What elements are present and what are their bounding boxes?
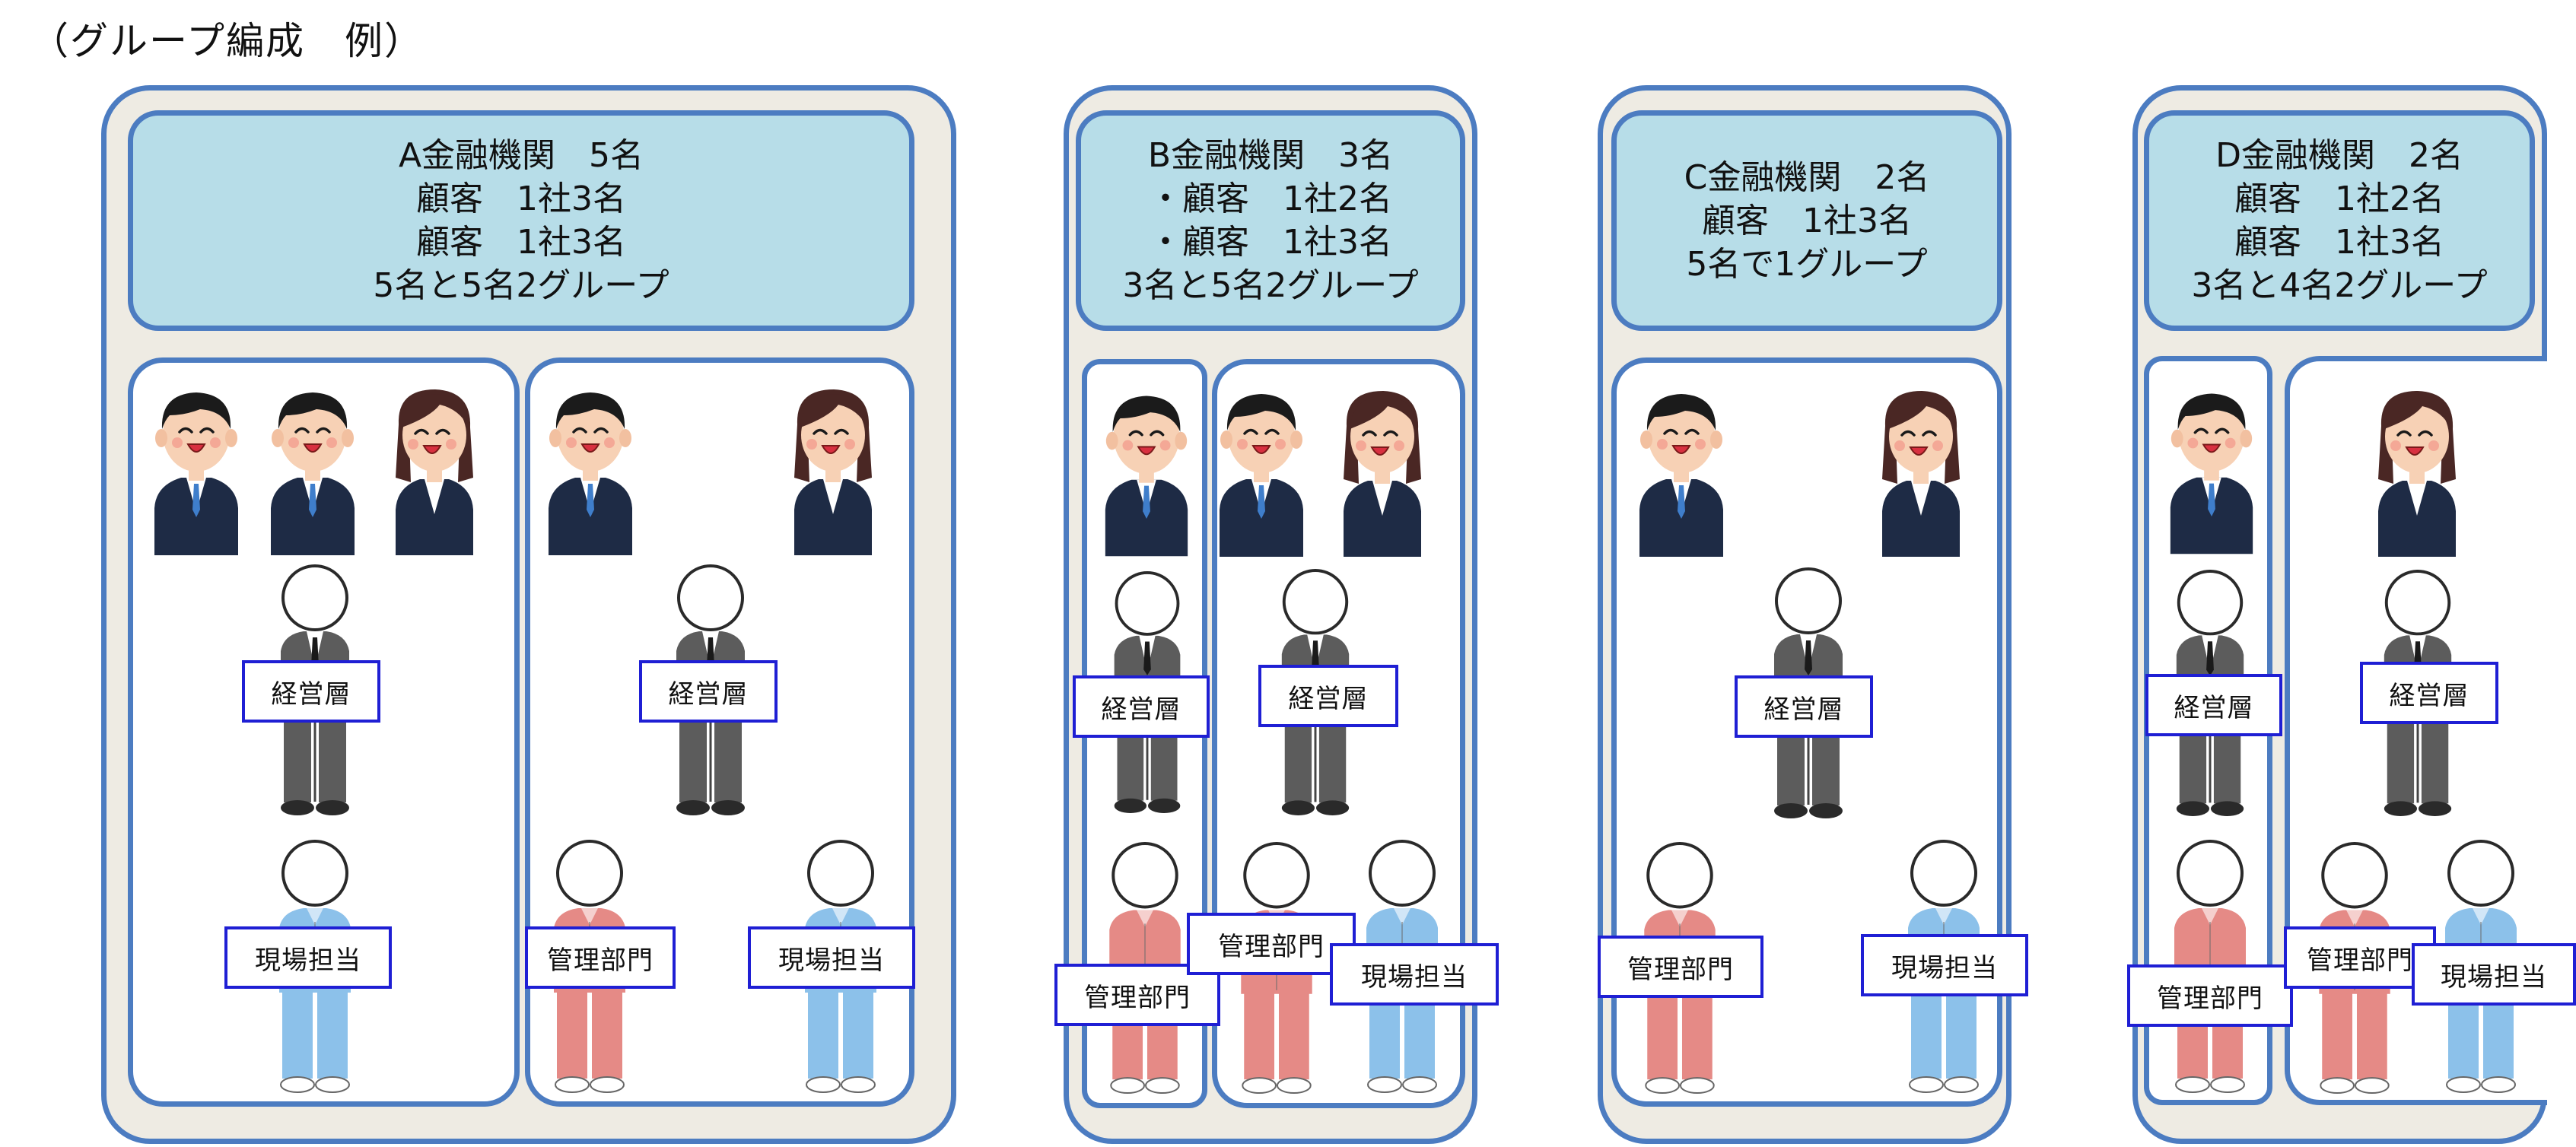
banker-man-icon — [263, 379, 362, 555]
header-line: 3名と4名2グループ — [2191, 266, 2488, 305]
page-title: （グループ編成 例） — [30, 19, 424, 63]
header-line: 顧客 1社3名 — [2234, 223, 2444, 262]
banker-woman-icon — [1333, 380, 1432, 557]
management-label: 管理部門 — [1598, 936, 1763, 998]
header-line: 5名で1グループ — [1686, 244, 1928, 284]
executive-label: 経営層 — [2360, 662, 2498, 724]
field-label: 現場担当 — [1330, 943, 1499, 1006]
header-line: 顧客 1社3名 — [416, 180, 626, 218]
field-label: 現場担当 — [2412, 943, 2576, 1006]
executive-label: 経営層 — [1258, 665, 1398, 727]
banker-man-icon — [1098, 382, 1195, 557]
header-line: 顧客 1社3名 — [416, 223, 626, 262]
header-line: B金融機関 3名 — [1147, 136, 1394, 175]
header-line: C金融機関 2名 — [1684, 157, 1930, 197]
banker-woman-icon — [385, 379, 484, 555]
banker-man-icon — [147, 379, 246, 555]
executive-label: 経営層 — [1735, 675, 1873, 738]
panel-b-header: B金融機関 3名 ・顧客 1社2名 ・顧客 1社3名 3名と5名2グループ — [1076, 110, 1465, 331]
header-line: ・顧客 1社3名 — [1149, 223, 1392, 262]
management-worker-icon — [1235, 839, 1318, 1098]
banker-man-icon — [1632, 380, 1731, 557]
executive-label: 経営層 — [2145, 674, 2282, 736]
header-line: 3名と5名2グループ — [1122, 266, 1419, 305]
header-line: D金融機関 2名 — [2215, 136, 2463, 175]
header-line: A金融機関 5名 — [398, 136, 644, 175]
management-label: 管理部門 — [2284, 926, 2436, 989]
banker-woman-icon — [1872, 380, 1970, 557]
field-label: 現場担当 — [748, 926, 915, 989]
header-line: ・顧客 1社2名 — [1149, 180, 1392, 218]
banker-woman-icon — [2368, 380, 2466, 557]
executive-label: 経営層 — [639, 660, 778, 723]
executive-label: 経営層 — [1073, 675, 1210, 738]
banker-man-icon — [2163, 379, 2260, 555]
panel-c-header: C金融機関 2名 顧客 1社3名 5名で1グループ — [1611, 110, 2002, 331]
management-label: 管理部門 — [1054, 964, 1220, 1026]
header-line: 顧客 1社2名 — [2234, 180, 2444, 218]
banker-woman-icon — [784, 379, 883, 555]
panel-d-header: D金融機関 2名 顧客 1社2名 顧客 1社3名 3名と4名2グループ — [2144, 110, 2535, 331]
banker-man-icon — [541, 379, 640, 555]
field-label: 現場担当 — [1861, 934, 2028, 996]
panel-a-header: A金融機関 5名 顧客 1社3名 顧客 1社3名 5名と5名2グループ — [128, 110, 914, 331]
management-label: 管理部門 — [525, 926, 676, 989]
management-label: 管理部門 — [2127, 964, 2293, 1027]
banker-man-icon — [1212, 380, 1311, 557]
management-label: 管理部門 — [1187, 913, 1356, 975]
management-worker-icon — [2313, 839, 2396, 1098]
executive-label: 経営層 — [242, 660, 380, 723]
field-label: 現場担当 — [224, 926, 392, 989]
header-line: 顧客 1社3名 — [1702, 201, 1912, 240]
header-line: 5名と5名2グループ — [373, 266, 669, 305]
